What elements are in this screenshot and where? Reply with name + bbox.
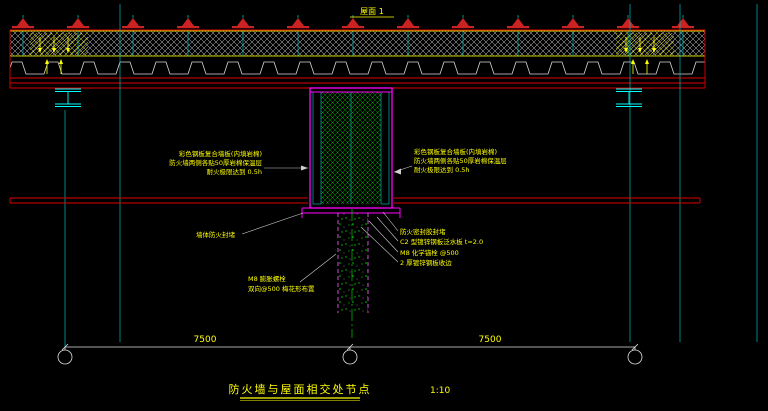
eave-detail-left [30, 33, 88, 74]
roof-assembly [9, 15, 706, 89]
dimension-left: 7500 [194, 335, 217, 345]
eave-detail-right [616, 33, 674, 74]
roof-seam-clips [10, 15, 705, 30]
note-left-wall-line3: 耐火极限达到 0.5h [206, 167, 262, 176]
note-base-right-line2: C2 型镀锌钢板泛水板 t=2.0 [400, 237, 483, 246]
note-left-wall-line1: 彩色钢板复合墙板(内填岩棉) [179, 149, 262, 158]
note-base-right-line3: M8 化学锚栓 @500 [400, 248, 459, 257]
dimension-line: 7500 7500 [57, 335, 643, 365]
note-right-wall-line2: 防火墙两侧各贴50厚岩棉保温层 [414, 156, 507, 165]
grid-bubble-right [627, 349, 643, 365]
note-base-left: 墙体防火封堵 [196, 230, 236, 239]
roof-deck-profile [10, 57, 705, 76]
concrete-speckle [338, 213, 368, 313]
firewall-panel [301, 87, 401, 218]
note-base-right-line4: 2 厚镀锌钢板收边 [400, 258, 452, 267]
note-right-wall-line3: 耐火极限达到 0.5h [414, 165, 470, 174]
note-anchor-line2: 双向@500 梅花形布置 [248, 284, 315, 293]
dimension-right: 7500 [479, 335, 502, 345]
steel-beam-left [55, 88, 81, 107]
roof-tag: 屋面 1 [350, 7, 394, 18]
roof-tag-label: 屋面 1 [360, 7, 384, 16]
note-right-wall-line1: 彩色钢板复合墙板(内填岩棉) [414, 147, 497, 156]
leader-lines [241, 165, 413, 283]
title-scale: 1:10 [430, 386, 450, 396]
girt-lines [9, 197, 701, 204]
note-left-wall-line2: 防火墙两侧各贴50厚岩棉保温层 [169, 158, 262, 167]
note-base-right-line1: 防火密封胶封堵 [400, 227, 446, 236]
grid-bubble-left [57, 349, 73, 365]
steel-beam-right [616, 88, 642, 107]
drawing-title: 防火墙与屋面相交处节点 1:10 [229, 382, 450, 401]
note-anchor-line1: M8 膨胀螺栓 [248, 274, 286, 283]
grid-lines [64, 4, 758, 348]
grid-bubble-center [342, 349, 358, 365]
title-text: 防火墙与屋面相交处节点 [229, 382, 372, 396]
concrete-column [337, 209, 369, 338]
annotation-texts: 彩色钢板复合墙板(内填岩棉) 防火墙两侧各贴50厚岩棉保温层 耐火极限达到 0.… [169, 147, 507, 293]
